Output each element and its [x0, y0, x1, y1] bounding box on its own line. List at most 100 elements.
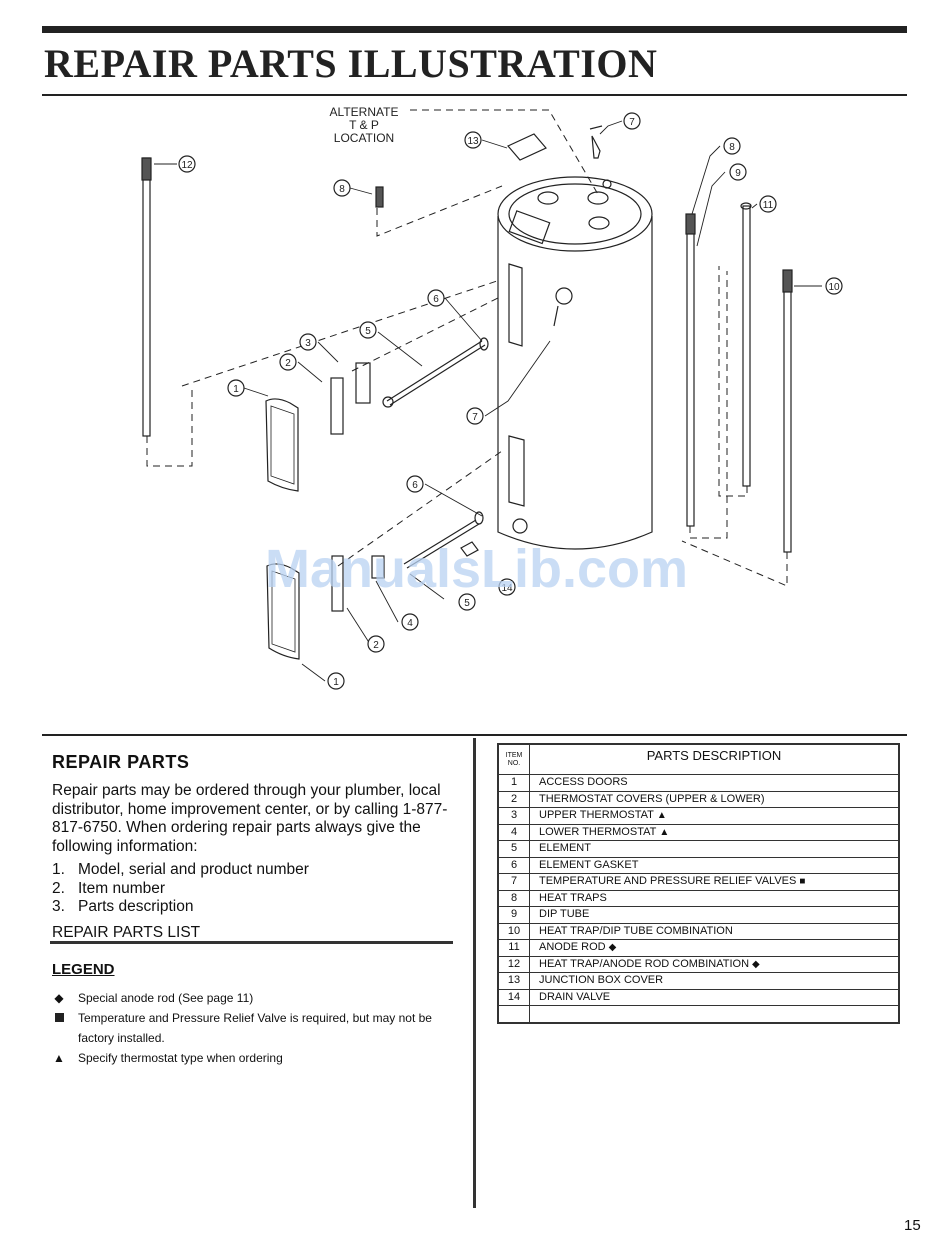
svg-text:5: 5	[365, 326, 371, 337]
info-item: 2.Item number	[52, 879, 166, 897]
tank-body	[497, 216, 653, 550]
info-item: 1.Model, serial and product number	[52, 861, 309, 878]
part-12-rod	[142, 157, 151, 437]
svg-text:12: 12	[181, 160, 193, 171]
callout-8-left: 8	[333, 179, 351, 197]
item-number-cell: 5	[497, 840, 530, 858]
legend-item-square: Temperature and Pressure Relief Valve is…	[52, 1008, 462, 1048]
part-8-9-rod	[686, 215, 695, 527]
item-number-cell: 14	[497, 988, 530, 1006]
description-cell: JUNCTION BOX COVER	[529, 972, 900, 990]
item-number-cell: 8	[497, 889, 530, 907]
description-cell: HEAT TRAPS	[529, 889, 900, 907]
legend-title: LEGEND	[52, 961, 115, 978]
callout-8-right: 8	[723, 137, 741, 155]
page-number: 15	[904, 1217, 921, 1234]
lower-access-door	[266, 563, 300, 660]
section-rule	[42, 734, 907, 736]
callout-7-top: 7	[623, 112, 641, 130]
part-mark-icon: ■	[799, 876, 806, 888]
top-rule	[42, 26, 907, 33]
page-title: REPAIR PARTS ILLUSTRATION	[44, 41, 658, 86]
parts-description-header: PARTS DESCRIPTION	[529, 743, 900, 775]
column-divider	[473, 738, 476, 1208]
description-cell: DIP TUBE	[529, 906, 900, 924]
upper-access-door	[265, 398, 299, 492]
svg-text:6: 6	[412, 480, 418, 491]
callout-6-upper: 6	[427, 289, 445, 307]
svg-text:2: 2	[285, 358, 291, 369]
item-number-cell	[497, 1005, 530, 1023]
description-cell: ANODE ROD◆	[529, 939, 900, 957]
diamond-icon: ◆	[54, 991, 64, 1005]
part-10-rod	[783, 271, 792, 553]
legend-list: ◆Special anode rod (See page 11) Tempera…	[52, 988, 462, 1068]
list-heading-rule	[50, 941, 453, 944]
alternate-label-line1: ALTERNATE	[330, 105, 399, 119]
legend-item-diamond: ◆Special anode rod (See page 11)	[52, 988, 462, 1008]
title-rule	[42, 94, 907, 96]
description-cell	[529, 1005, 900, 1023]
watermark: ManualsLib.com	[265, 539, 689, 599]
svg-text:10: 10	[828, 282, 840, 293]
callout-14: 14	[498, 578, 516, 596]
part-mark-icon: ◆	[608, 942, 617, 954]
callout-11: 11	[759, 195, 777, 213]
svg-text:1: 1	[233, 384, 239, 395]
svg-text:14: 14	[501, 583, 513, 594]
svg-text:7: 7	[629, 117, 635, 128]
description-cell: ELEMENT	[529, 840, 900, 858]
callout-13: 13	[464, 131, 482, 149]
svg-text:8: 8	[339, 184, 345, 195]
item-number-cell: 10	[497, 922, 530, 940]
part-mark-icon: ▲	[659, 826, 670, 838]
svg-text:1: 1	[333, 677, 339, 688]
svg-text:11: 11	[763, 200, 774, 211]
svg-text:8: 8	[729, 142, 735, 153]
item-number-cell: 7	[497, 873, 530, 891]
table-row	[497, 1005, 900, 1023]
callout-3: 3	[299, 333, 317, 351]
item-number-cell: 6	[497, 856, 530, 874]
description-cell: THERMOSTAT COVERS (UPPER & LOWER)	[529, 790, 900, 808]
item-number-cell: 2	[497, 790, 530, 808]
tank-top	[497, 176, 653, 252]
description-cell: ELEMENT GASKET	[529, 856, 900, 874]
svg-text:5: 5	[464, 598, 470, 609]
legend-item-triangle: ▲Specify thermostat type when ordering	[52, 1048, 462, 1068]
svg-text:6: 6	[433, 294, 439, 305]
item-number-cell: 11	[497, 939, 530, 957]
svg-text:9: 9	[735, 168, 741, 179]
callout-7-side: 7	[466, 407, 484, 425]
item-number-cell: 9	[497, 906, 530, 924]
item-number-cell: 13	[497, 972, 530, 990]
svg-text:7: 7	[472, 412, 478, 423]
item-number-cell: 3	[497, 807, 530, 825]
water-heater-illustration: 12 8 13 7 8 9 11 10 6 5 3 2 1 7 6 5 4 2 …	[141, 105, 843, 690]
repair-parts-paragraph: Repair parts may be ordered through your…	[52, 782, 448, 855]
description-cell: UPPER THERMOSTAT▲	[529, 807, 900, 825]
callout-2-lower: 2	[367, 635, 385, 653]
description-cell: HEAT TRAP/ANODE ROD COMBINATION◆	[529, 955, 900, 973]
item-number-cell: 1	[497, 774, 530, 792]
svg-text:2: 2	[373, 640, 379, 651]
svg-text:13: 13	[467, 136, 479, 147]
part-mark-icon: ◆	[752, 958, 760, 970]
callout-1-lower: 1	[327, 672, 345, 690]
part-11-rod	[742, 205, 751, 487]
item-number-cell: 12	[497, 955, 530, 973]
description-cell: HEAT TRAP/DIP TUBE COMBINATION	[529, 922, 900, 940]
callout-5-lower: 5	[458, 593, 476, 611]
info-list: 1.Model, serial and product number 2.Ite…	[52, 861, 309, 917]
callout-5-upper: 5	[359, 321, 377, 339]
svg-text:4: 4	[407, 618, 413, 629]
